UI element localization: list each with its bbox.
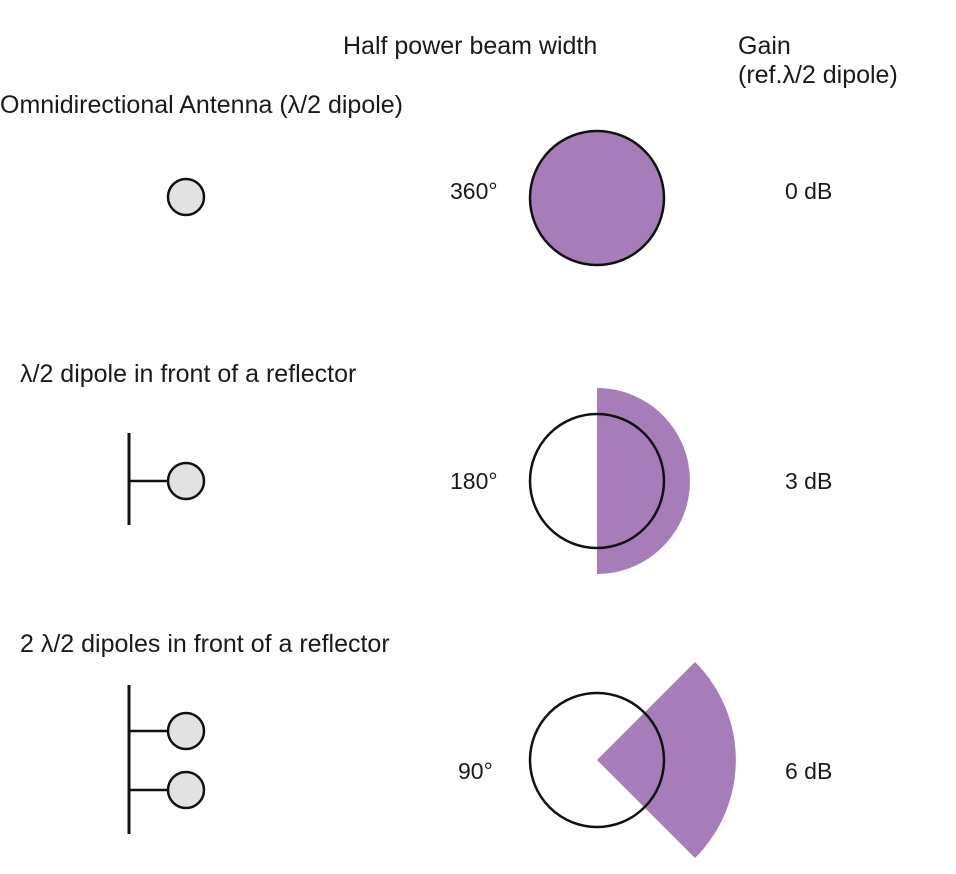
- row-title-omnidirectional: Omnidirectional Antenna (λ/2 dipole): [0, 91, 404, 119]
- dipole-element-icon: [166, 711, 206, 751]
- row-title-two-dipoles-reflector: 2 λ/2 dipoles in front of a reflector: [20, 630, 390, 658]
- dipole-element-icon: [166, 177, 206, 217]
- dipole-element-icon: [166, 770, 206, 810]
- reference-circle-90: [528, 691, 666, 829]
- beam-width-value-omnidirectional: 360°: [450, 178, 498, 204]
- gain-reference-header: (ref.λ/2 dipole): [738, 61, 898, 89]
- gain-value-omnidirectional: 0 dB: [785, 178, 833, 204]
- beam-width-header: Half power beam width: [343, 32, 598, 60]
- row-title-single-dipole-reflector: λ/2 dipole in front of a reflector: [20, 360, 357, 388]
- beam-width-value-single-dipole: 180°: [450, 468, 498, 494]
- gain-header: Gain: [738, 32, 791, 60]
- dipole-element-icon: [166, 461, 206, 501]
- sector-radiation-pattern: [597, 662, 736, 858]
- omni-radiation-pattern: [528, 129, 666, 267]
- reference-circle-180: [528, 412, 666, 550]
- gain-value-two-dipoles: 6 dB: [785, 758, 833, 784]
- half-space-radiation-pattern: [597, 388, 690, 574]
- beam-width-value-two-dipoles: 90°: [458, 758, 493, 784]
- gain-value-single-dipole: 3 dB: [785, 468, 833, 494]
